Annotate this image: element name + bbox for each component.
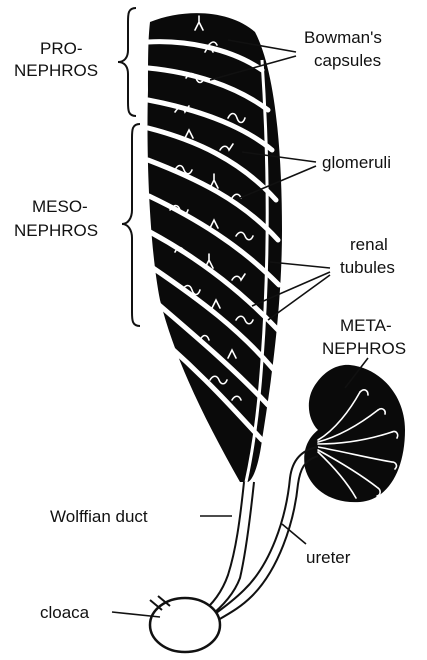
label-pronephros-2: NEPHROS <box>14 61 98 80</box>
label-renal-1: renal <box>350 235 388 254</box>
ureter-duct <box>212 447 318 620</box>
label-mesonephros-1: MESO- <box>32 197 88 216</box>
label-wolffian-duct: Wolffian duct <box>50 507 148 526</box>
label-bowmans-1: Bowman's <box>304 28 382 47</box>
label-metanephros-1: META- <box>340 316 392 335</box>
label-glomeruli: glomeruli <box>322 153 391 172</box>
cloaca-shape <box>150 598 220 652</box>
label-renal-2: tubules <box>340 258 395 277</box>
mesonephros-bracket <box>122 124 140 326</box>
label-mesonephros-2: NEPHROS <box>14 221 98 240</box>
label-bowmans-2: capsules <box>314 51 381 70</box>
pronephros-bracket <box>118 8 136 116</box>
label-pronephros-1: PRO- <box>40 39 83 58</box>
label-cloaca: cloaca <box>40 603 90 622</box>
label-ureter: ureter <box>306 548 351 567</box>
label-metanephros-2: NEPHROS <box>322 339 406 358</box>
wolffian-duct <box>200 482 254 618</box>
